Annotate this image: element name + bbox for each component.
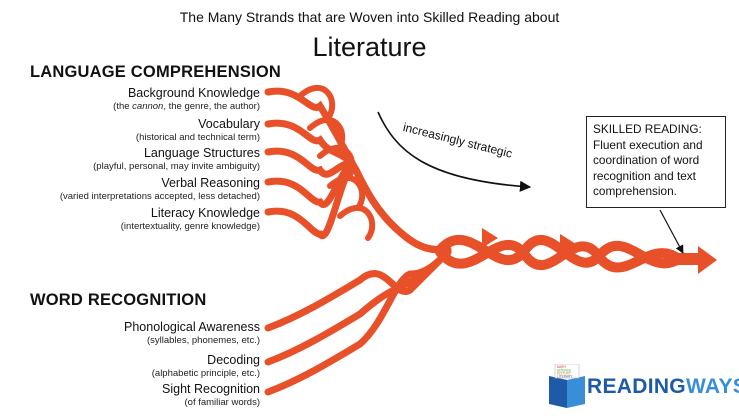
item-desc: (historical and technical term) [135,132,260,143]
skilled-reading-box: SKILLED READING: Fluent execution and co… [586,116,726,208]
language-strand-loop [337,205,376,241]
skilled-reading-heading: SKILLED READING: [593,122,702,136]
item-desc: (intertextuality, genre knowledge) [120,221,260,232]
item-desc: (alphabetic principle, etc.) [151,368,260,379]
logo-wordmark: READINGWAYS [587,375,739,398]
language-strand-loop [297,85,336,121]
item-verbal-reasoning: Verbal Reasoning (varied interpretations… [60,176,260,203]
rope-twist-b [435,239,705,273]
item-label: Verbal Reasoning [161,176,260,190]
item-phonological-awareness: Phonological Awareness (syllables, phone… [124,320,260,347]
skilled-reading-text: Fluent execution and coordination of wor… [593,137,703,199]
readingways-logo: MATH SCIENCE HISTORY LITERARY READINGWAY… [545,364,739,410]
book-icon: MATH SCIENCE HISTORY LITERARY [549,364,585,408]
subtitle: Literature [312,32,427,62]
book-word: MATH [557,365,566,369]
strategic-arrow [377,111,532,192]
word-strand [264,248,452,396]
language-strand-loop [327,175,366,211]
language-comprehension-heading: LANGUAGE COMPREHENSION [30,63,281,81]
strand-group [264,85,717,396]
item-background-knowledge: Background Knowledge (the cannon, the ge… [113,86,260,113]
item-label: Vocabulary [198,117,260,131]
book-word: LITERARY [557,375,573,379]
word-recognition-heading: WORD RECOGNITION [30,291,207,309]
language-strand [264,147,452,254]
item-literacy-knowledge: Literacy Knowledge (intertextuality, gen… [121,206,260,233]
item-desc: (playful, personal, may invite ambiguity… [93,161,260,172]
item-desc: (syllables, phonemes, etc.) [147,335,260,346]
title: The Many Strands that are Woven into Ski… [179,9,560,25]
item-desc: (varied interpretations accepted, less d… [59,191,260,202]
item-language-structures: Language Structures (playful, personal, … [93,146,260,173]
item-label: Background Knowledge [127,86,260,100]
item-sight-recognition: Sight Recognition (of familiar words) [162,382,260,409]
language-strand-loop [317,145,356,181]
item-decoding: Decoding (alphabetic principle, etc.) [152,353,260,380]
item-label: Decoding [207,353,260,367]
skilled-pointer-arrow [659,209,684,254]
item-desc: (the cannon, the genre, the author) [113,101,260,112]
item-label: Literacy Knowledge [150,206,260,220]
rope-arrowhead [698,246,717,274]
twist-arrowhead [482,228,498,248]
item-desc: (of familiar words) [184,397,261,408]
twist-arrowhead [560,234,576,254]
book-word: SCIENCE [557,368,571,372]
item-label: Language Structures [143,146,260,160]
book-word: HISTORY [557,372,572,376]
language-strand-loop [307,117,346,153]
item-label: Phonological Awareness [124,320,260,334]
item-label: Sight Recognition [162,382,260,396]
item-vocabulary: Vocabulary (historical and technical ter… [136,117,260,144]
